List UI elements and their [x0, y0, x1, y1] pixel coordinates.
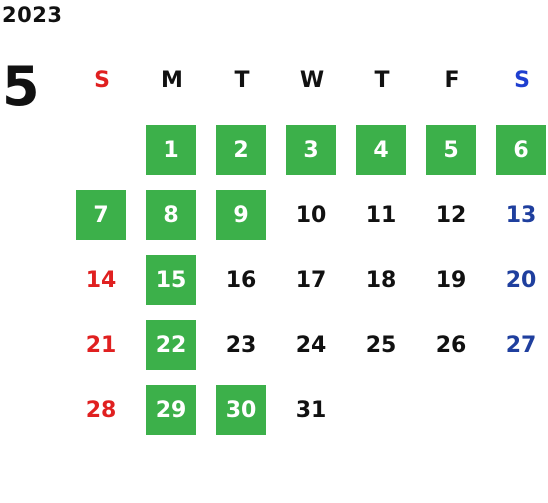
- weekday-header-mon: M: [161, 68, 183, 93]
- day-cell-3: 3: [286, 125, 336, 175]
- day-cell-12: 12: [435, 202, 467, 228]
- weekday-header-tue: T: [234, 68, 250, 93]
- day-cell-6: 6: [496, 125, 546, 175]
- day-cell-20: 20: [505, 267, 537, 293]
- weekday-header-thu: T: [374, 68, 390, 93]
- day-cell-5: 5: [426, 125, 476, 175]
- day-cell-9: 9: [216, 190, 266, 240]
- day-cell-22: 22: [146, 320, 196, 370]
- day-cell-23: 23: [225, 332, 257, 358]
- day-cell-2: 2: [216, 125, 266, 175]
- day-cell-17: 17: [295, 267, 327, 293]
- day-cell-8: 8: [146, 190, 196, 240]
- day-cell-16: 16: [225, 267, 257, 293]
- calendar-month: 5: [2, 55, 40, 118]
- day-cell-25: 25: [365, 332, 397, 358]
- day-cell-26: 26: [435, 332, 467, 358]
- day-cell-24: 24: [295, 332, 327, 358]
- day-cell-13: 13: [505, 202, 537, 228]
- day-cell-18: 18: [365, 267, 397, 293]
- day-cell-28: 28: [85, 397, 117, 423]
- day-cell-15: 15: [146, 255, 196, 305]
- day-cell-4: 4: [356, 125, 406, 175]
- day-cell-30: 30: [216, 385, 266, 435]
- day-cell-19: 19: [435, 267, 467, 293]
- day-cell-21: 21: [85, 332, 117, 358]
- day-cell-27: 27: [505, 332, 537, 358]
- calendar-year: 2023: [2, 3, 63, 27]
- day-cell-14: 14: [85, 267, 117, 293]
- day-cell-11: 11: [365, 202, 397, 228]
- weekday-header-sat: S: [514, 68, 530, 93]
- day-cell-31: 31: [295, 397, 327, 423]
- weekday-header-sun: S: [94, 68, 110, 93]
- day-cell-7: 7: [76, 190, 126, 240]
- weekday-header-fri: F: [444, 68, 460, 93]
- day-cell-1: 1: [146, 125, 196, 175]
- day-cell-10: 10: [295, 202, 327, 228]
- day-cell-29: 29: [146, 385, 196, 435]
- weekday-header-wed: W: [299, 68, 325, 93]
